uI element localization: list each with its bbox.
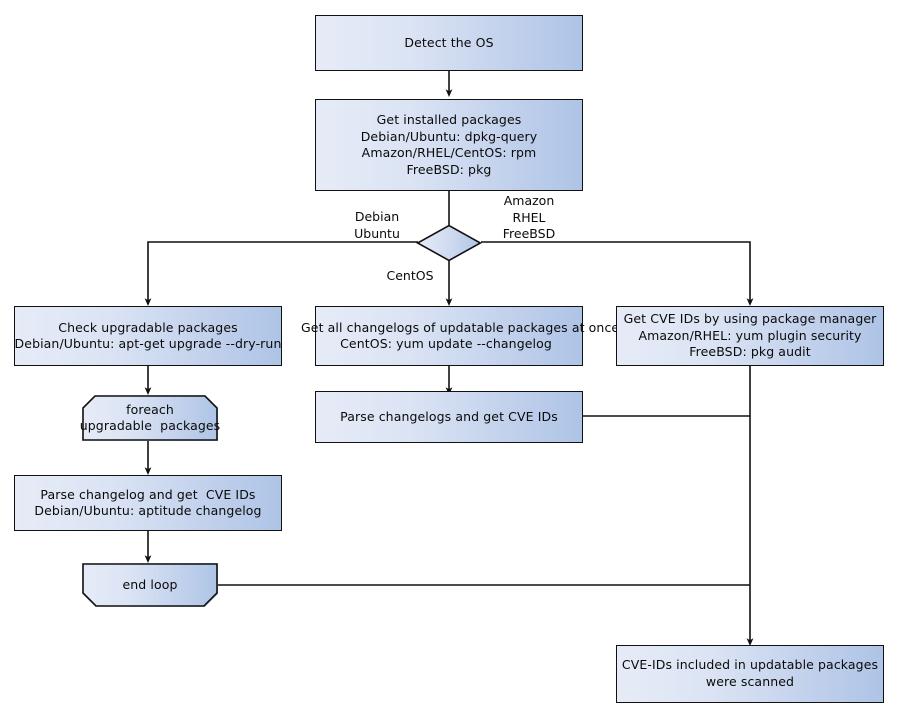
- node-get-all-changelogs[interactable]: Get all changelogs of updatable packages…: [301, 306, 619, 366]
- node-parse-changelog-single-label: Parse changelog and get CVE IDs Debian/U…: [34, 486, 262, 519]
- loop-start-outline: [82, 395, 218, 441]
- node-check-upgradable-packages[interactable]: Check upgradable packages Debian/Ubuntu:…: [14, 306, 282, 366]
- node-get-cve-ids-package-manager[interactable]: Get CVE IDs by using package manager Ama…: [616, 306, 884, 366]
- edge-label-amazon-rhel-freebsd: Amazon RHEL FreeBSD: [502, 193, 556, 241]
- node-parse-changelog-single[interactable]: Parse changelog and get CVE IDs Debian/U…: [14, 475, 282, 531]
- edge-label-debian-ubuntu: Debian Ubuntu: [354, 209, 400, 241]
- loop-end-outline: [82, 563, 218, 607]
- node-parse-changelogs-multi-label: Parse changelogs and get CVE IDs: [340, 408, 558, 424]
- node-end-loop[interactable]: end loop: [82, 563, 218, 607]
- node-scanned-result[interactable]: CVE-IDs included in updatable packages w…: [616, 645, 884, 703]
- node-check-upgradable-packages-label: Check upgradable packages Debian/Ubuntu:…: [14, 319, 282, 352]
- node-detect-os-label: Detect the OS: [404, 34, 494, 50]
- node-foreach-loop-start[interactable]: foreach upgradable packages: [79, 395, 221, 441]
- node-scanned-result-label: CVE-IDs included in updatable packages w…: [621, 657, 879, 689]
- node-os-decision[interactable]: [415, 224, 483, 262]
- node-get-cve-ids-package-manager-label: Get CVE IDs by using package manager Ama…: [623, 311, 877, 360]
- diamond-shape: [415, 224, 483, 262]
- node-get-installed-packages[interactable]: Get installed packages Debian/Ubuntu: dp…: [315, 99, 583, 191]
- node-get-all-changelogs-label: Get all changelogs of updatable packages…: [301, 319, 620, 352]
- node-parse-changelogs-multi[interactable]: Parse changelogs and get CVE IDs: [315, 391, 583, 443]
- node-foreach-loop-start-label: foreach upgradable packages: [79, 401, 221, 434]
- loop-start-fill: [82, 395, 218, 441]
- loop-end-fill: [82, 563, 218, 607]
- node-get-installed-packages-label: Get installed packages Debian/Ubuntu: dp…: [360, 112, 538, 177]
- node-end-loop-label: end loop: [122, 576, 178, 592]
- edge-label-centos: CentOS: [386, 268, 434, 283]
- node-detect-os[interactable]: Detect the OS: [315, 15, 583, 71]
